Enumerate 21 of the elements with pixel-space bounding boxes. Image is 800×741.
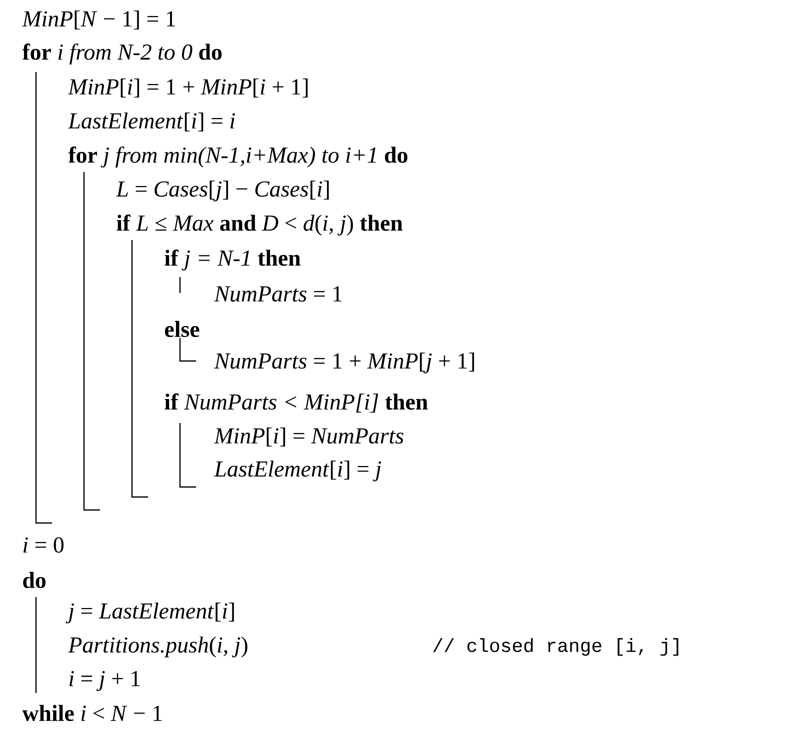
code-line: Partitions.push(i, j) — [68, 636, 248, 658]
code-line: NumParts = 1 + MinP[j + 1] — [214, 352, 474, 374]
code-line: for i from N-2 to 0 do — [22, 43, 222, 64]
code-comment: // closed range [i, j] — [433, 638, 678, 656]
code-line: else — [164, 320, 200, 338]
code-line: if NumParts < MinP[i] then — [164, 393, 428, 413]
code-line: MinP[i] = NumParts — [214, 428, 404, 446]
code-line: if L ≤ Max and D < d(i, j) then — [116, 214, 403, 236]
code-line: LastElement[i] = i — [68, 112, 235, 132]
code-line: L = Cases[j] − Cases[i] — [116, 180, 329, 202]
code-line: do — [23, 572, 46, 588]
code-line: i = j + 1 — [70, 670, 140, 692]
code-line: while i < N − 1 — [22, 704, 162, 722]
code-line: LastElement[i] = j — [214, 460, 382, 482]
code-line: j = LastElement[i] — [66, 602, 234, 624]
code-line: for j from min(N-1,i+Max) to i+1 do — [68, 146, 408, 168]
code-line: MinP[N − 1] = 1 — [22, 10, 176, 30]
code-line: i = 0 — [24, 537, 64, 553]
code-line: ifj = N-1 then — [164, 249, 300, 270]
code-line: NumParts = 1 — [214, 286, 342, 302]
code-line: MinP[i] = 1 + MinP[i + 1] — [68, 78, 308, 98]
